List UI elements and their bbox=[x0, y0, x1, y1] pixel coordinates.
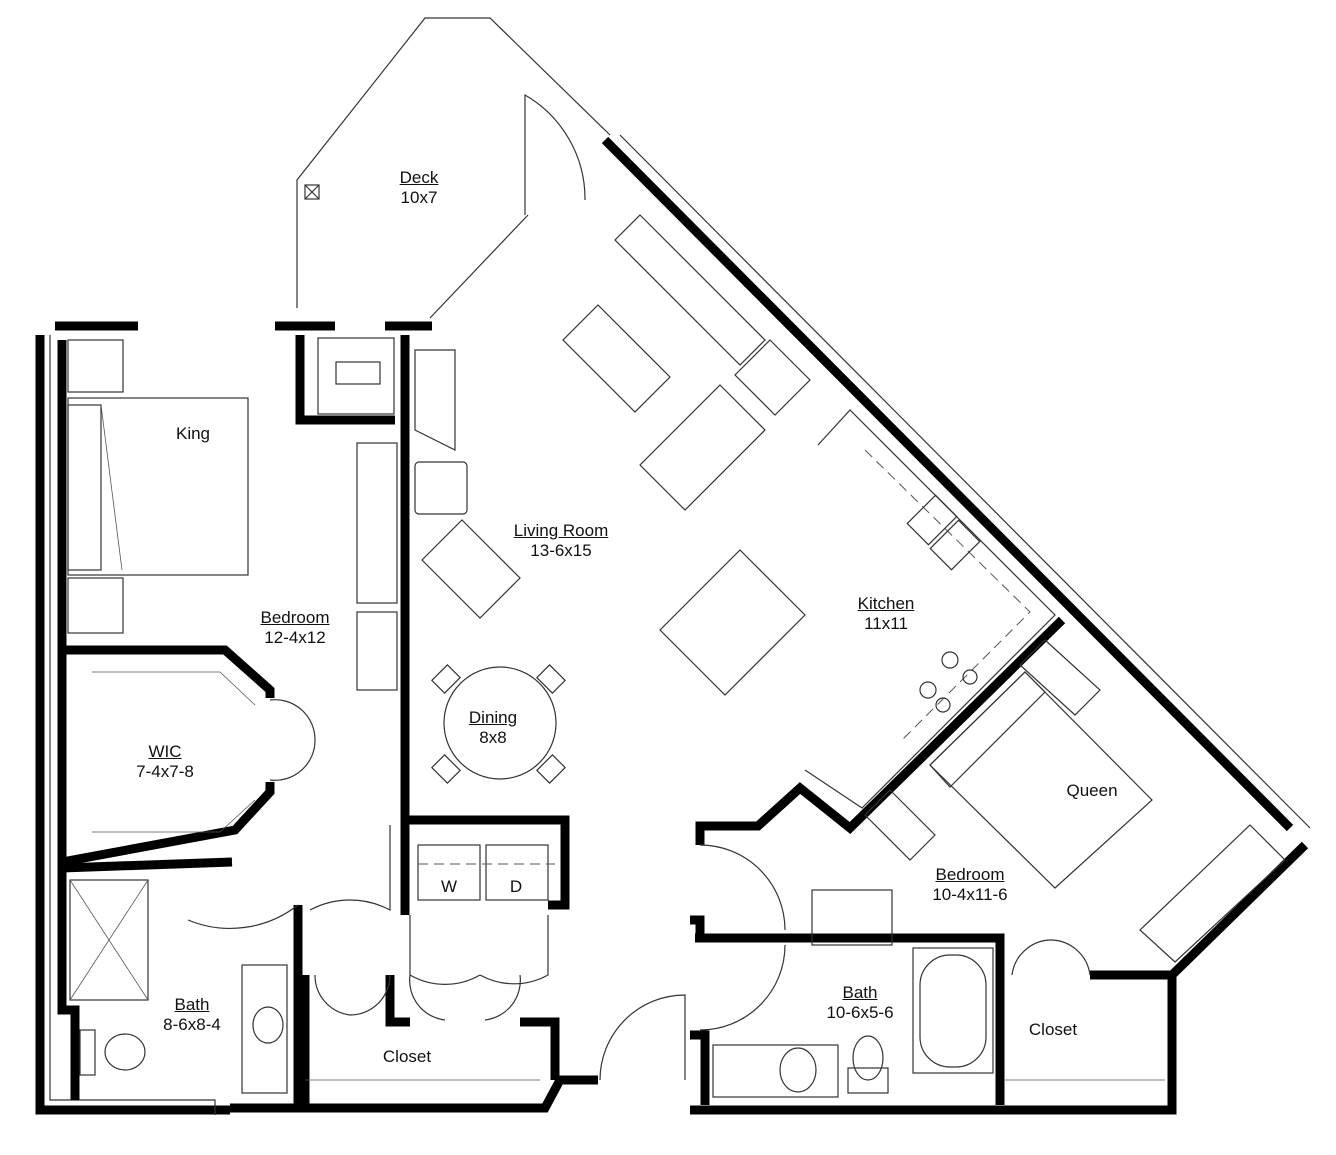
room-label-queen: Queen bbox=[1066, 781, 1118, 800]
bath1-fixtures bbox=[69, 879, 288, 1094]
washer-label: W bbox=[440, 877, 458, 896]
dryer-label: D bbox=[509, 877, 523, 896]
fireplace bbox=[317, 337, 395, 415]
living-furniture bbox=[414, 214, 811, 696]
dresser-2 bbox=[356, 611, 398, 691]
dresser bbox=[356, 442, 398, 604]
washer-dryer bbox=[417, 844, 555, 901]
wic-door bbox=[269, 699, 316, 781]
deck-outline bbox=[296, 17, 611, 308]
king-bed bbox=[67, 339, 249, 634]
wic-shelf bbox=[92, 671, 256, 706]
walls bbox=[35, 134, 1311, 1115]
queen-bed bbox=[864, 639, 1286, 963]
room-label-closet2: Closet bbox=[1028, 1020, 1078, 1039]
deck-drain-icon bbox=[304, 184, 320, 200]
room-label-king: King bbox=[175, 424, 211, 443]
deck-door bbox=[524, 93, 586, 215]
room-label-closet1: Closet bbox=[382, 1047, 432, 1066]
dining-table bbox=[431, 664, 566, 784]
doors bbox=[187, 825, 1091, 1081]
bath2-fixtures bbox=[712, 889, 994, 1098]
kitchen-counters bbox=[804, 409, 1056, 809]
